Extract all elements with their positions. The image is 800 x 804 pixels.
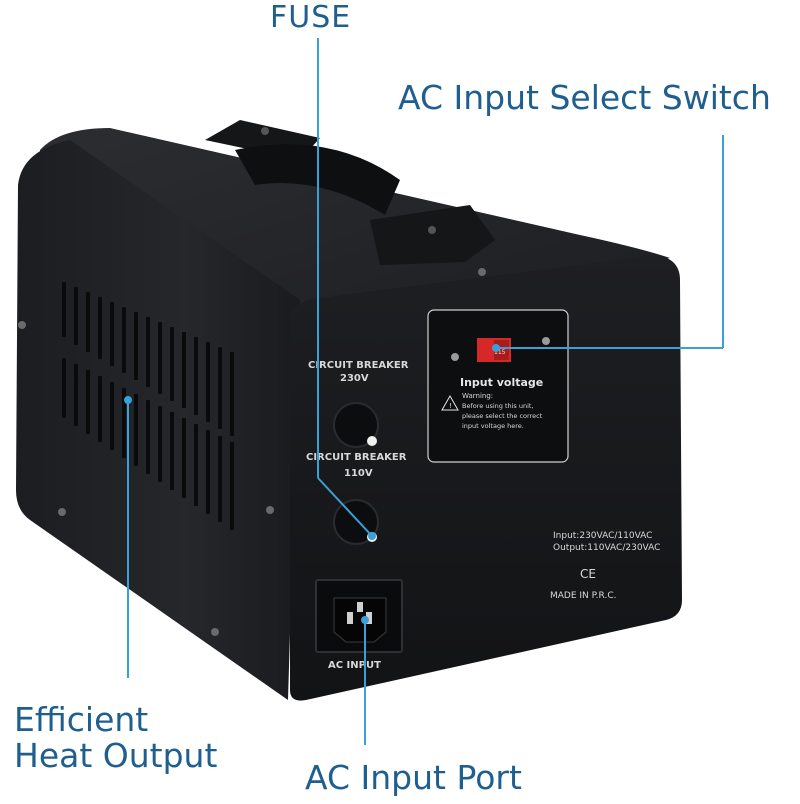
fuse-callout: FUSE [270, 0, 352, 35]
breaker-230-label: CIRCUIT BREAKER [308, 360, 409, 371]
made-in-label: MADE IN P.R.C. [550, 591, 616, 601]
side-vents [62, 282, 234, 530]
ce-mark: CE [580, 567, 596, 581]
ac-inlet: AC INPUT [315, 579, 403, 671]
specs: Input:230VAC/110VAC Output:110VAC/230VAC… [550, 531, 660, 601]
warning-line-2: please select the correct [462, 412, 543, 420]
housing-screws [18, 268, 486, 636]
warning-label: Warning: [462, 392, 493, 400]
efficient-heat-output-callout: Efficient Heat Output [14, 702, 254, 774]
heat-callout-line-1: Efficient [14, 700, 149, 739]
warning-line-1: Before using this unit, [462, 402, 534, 410]
breaker-230-knob [333, 402, 379, 448]
warning-line-3: input voltage here. [462, 422, 524, 430]
input-voltage-title: Input voltage [460, 376, 543, 389]
svg-text:!: ! [449, 402, 452, 410]
switch-marking: 115 [494, 349, 506, 356]
spec-input: Input:230VAC/110VAC [553, 531, 652, 541]
circuit-breakers: CIRCUIT BREAKER 230V CIRCUIT BREAKER 110… [306, 360, 409, 545]
input-voltage-plate: 115 Input voltage ! Warning: Before usin… [427, 309, 569, 463]
breaker-110-knob [333, 499, 379, 545]
ac-input-label: AC INPUT [328, 660, 381, 671]
breaker-110-label: CIRCUIT BREAKER [306, 452, 407, 463]
leader-lines [124, 38, 724, 745]
heat-callout-line-2: Heat Output [14, 736, 218, 775]
ac-input-select-switch-callout: AC Input Select Switch [398, 78, 771, 117]
breaker-230-volt: 230V [340, 373, 369, 384]
breaker-110-volt: 110V [344, 468, 373, 479]
spec-output: Output:110VAC/230VAC [553, 543, 660, 553]
warning-icon [441, 394, 459, 411]
ac-input-port-callout: AC Input Port [305, 758, 522, 797]
